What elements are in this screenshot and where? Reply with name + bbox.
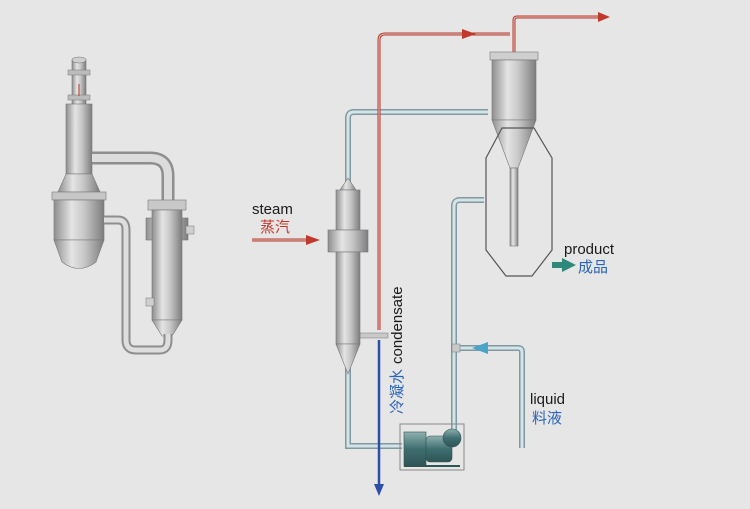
liquid-label-cn: 料液 [532,410,562,427]
vapor-flow-arrow [462,29,476,39]
heater-column [327,177,369,375]
steam-inlet-arrow [306,235,320,245]
liquid-label-en: liquid [530,391,565,408]
evaporator-3d-model [51,56,195,355]
separator-vessel [53,199,105,241]
liquid-feed-pipe [458,345,525,448]
product-arrow [562,258,576,272]
liquid-arrow [472,342,488,354]
condensate-arrow [374,484,384,496]
product-label-cn: 成品 [578,259,608,276]
product-tank [485,127,553,277]
cyclone-body [491,59,537,121]
condensate-label-cn: 冷凝水 [389,369,406,414]
circulation-pump [399,423,465,471]
heater-tube [151,209,183,321]
upper-column [65,103,93,175]
heater-shell [327,229,369,253]
labels: steam 蒸汽 product 成品 liquid 料液 冷凝水 conden… [252,201,615,427]
separator [451,51,576,354]
condensate-label-en: condensate [389,286,406,364]
steam-label-en: steam [252,201,293,218]
process-piping [252,12,610,496]
steam-label-cn: 蒸汽 [260,219,290,236]
product-label-en: product [564,241,615,258]
vapor-out-arrow [598,12,610,22]
